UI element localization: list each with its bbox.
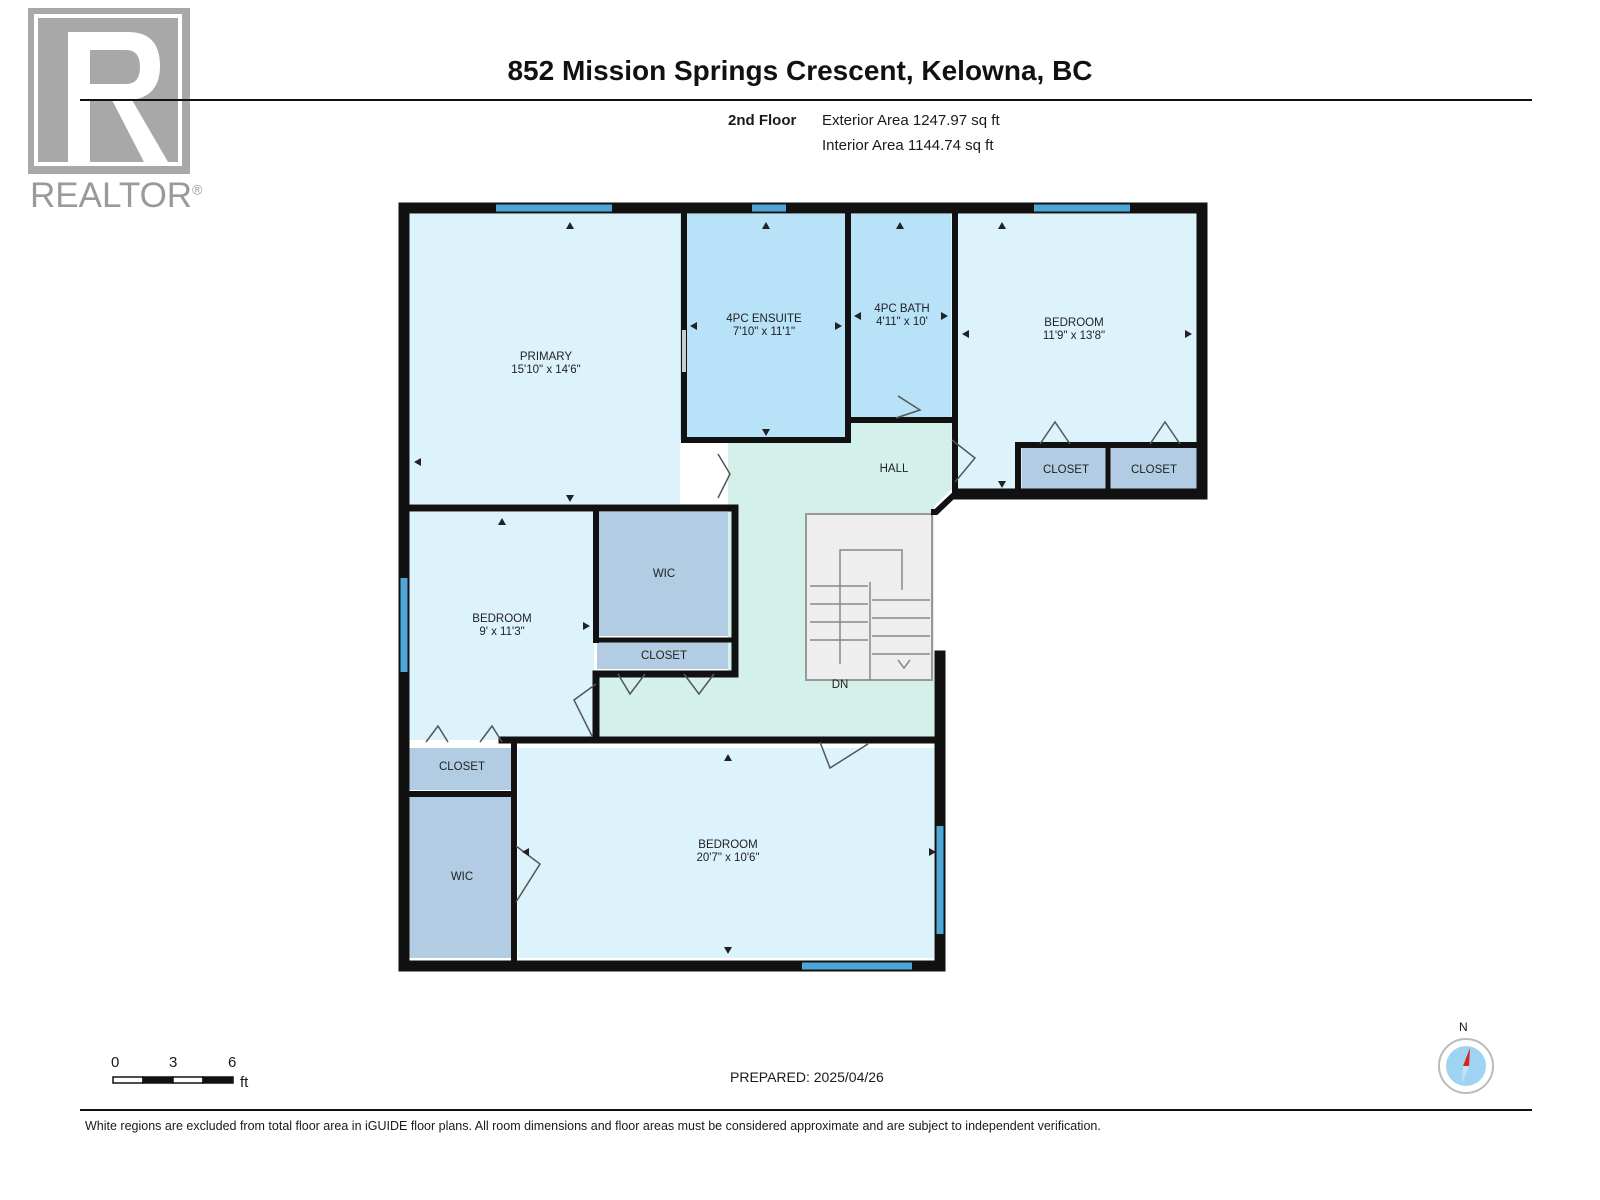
realtor-logo-icon <box>28 8 190 174</box>
svg-text:4PC ENSUITE: 4PC ENSUITE <box>726 313 802 325</box>
svg-text:WIC: WIC <box>451 871 473 883</box>
prepared-date: PREPARED: 2025/04/26 <box>730 1069 884 1085</box>
svg-text:WIC: WIC <box>653 568 675 580</box>
svg-text:4'11" x 10': 4'11" x 10' <box>876 316 928 328</box>
windows <box>400 204 1130 970</box>
svg-text:CLOSET: CLOSET <box>1131 464 1177 476</box>
label-closet-ne2: CLOSET <box>1131 464 1177 476</box>
room-bedroom-s <box>518 748 934 958</box>
scale-tick-0: 0 <box>111 1054 120 1071</box>
label-ensuite-dims: 7'10" x 11'1" <box>733 326 795 338</box>
dimension-arrows <box>414 222 1192 954</box>
compass-icon <box>1438 1038 1494 1094</box>
room-ensuite <box>680 214 847 440</box>
door-swings <box>425 330 1181 903</box>
scale-bar: 0 3 6 ft <box>110 1054 270 1094</box>
page-title: 852 Mission Springs Crescent, Kelowna, B… <box>507 55 1093 86</box>
svg-text:4PC BATH: 4PC BATH <box>874 303 929 315</box>
label-bedroom-ne-dims: 11'9" x 13'8" <box>1043 330 1105 342</box>
stairs-detail <box>810 549 930 680</box>
room-closet-sw <box>408 748 512 790</box>
svg-text:BEDROOM: BEDROOM <box>472 613 531 625</box>
svg-text:7'10" x 11'1": 7'10" x 11'1" <box>733 326 795 338</box>
room-bath <box>847 214 951 418</box>
compass-north-label: N <box>1459 1020 1468 1034</box>
svg-text:15'10" x 14'6": 15'10" x 14'6" <box>511 364 580 376</box>
label-stairs-dn: DN <box>832 679 849 691</box>
label-closet-ne1: CLOSET <box>1043 464 1089 476</box>
scale-bar-graphic <box>112 1076 234 1084</box>
label-primary-name: PRIMARY <box>520 351 573 363</box>
room-primary <box>408 214 680 504</box>
interior-area: Interior Area 1144.74 sq ft <box>822 137 994 154</box>
room-closet-ne1 <box>1022 446 1110 490</box>
svg-text:CLOSET: CLOSET <box>439 761 485 773</box>
room-wic-sw <box>408 796 512 958</box>
floor-label: 2nd Floor <box>728 112 797 129</box>
label-closet-sw: CLOSET <box>439 761 485 773</box>
label-bath-name: 4PC BATH <box>874 303 929 315</box>
svg-text:DN: DN <box>832 679 849 691</box>
label-bedroom-w-dims: 9' x 11'3" <box>479 626 524 638</box>
svg-text:CLOSET: CLOSET <box>641 650 687 662</box>
label-bath-dims: 4'11" x 10' <box>876 316 928 328</box>
room-closet-mid <box>597 641 728 669</box>
room-bedroom-w <box>408 512 594 740</box>
label-primary-dims: 15'10" x 14'6" <box>511 364 580 376</box>
svg-text:BEDROOM: BEDROOM <box>1044 317 1103 329</box>
label-closet-mid: CLOSET <box>641 650 687 662</box>
scale-tick-3: 3 <box>169 1054 178 1071</box>
exterior-area: Exterior Area 1247.97 sq ft <box>822 112 1000 129</box>
scale-unit: ft <box>240 1074 249 1091</box>
svg-text:HALL: HALL <box>880 463 909 475</box>
label-hall: HALL <box>880 463 909 475</box>
room-closet-ne2 <box>1110 446 1197 490</box>
footer-divider <box>80 1109 1532 1111</box>
room-wic-mid <box>597 512 728 636</box>
room-stairs <box>805 513 933 681</box>
label-bedroom-ne-name: BEDROOM <box>1044 317 1103 329</box>
label-wic-sw: WIC <box>451 871 473 883</box>
svg-text:20'7" x 10'6": 20'7" x 10'6" <box>696 852 759 864</box>
svg-text:BEDROOM: BEDROOM <box>698 839 757 851</box>
svg-text:CLOSET: CLOSET <box>1043 464 1089 476</box>
realtor-logo-text: REALTOR® <box>30 176 203 215</box>
label-bedroom-s-dims: 20'7" x 10'6" <box>696 852 759 864</box>
svg-text:PRIMARY: PRIMARY <box>520 351 573 363</box>
label-ensuite-name: 4PC ENSUITE <box>726 313 802 325</box>
label-bedroom-w-name: BEDROOM <box>472 613 531 625</box>
header-divider <box>80 99 1532 101</box>
svg-text:9' x 11'3": 9' x 11'3" <box>479 626 524 638</box>
scale-tick-6: 6 <box>228 1054 237 1071</box>
label-wic-mid: WIC <box>653 568 675 580</box>
compass: N <box>1436 1020 1496 1100</box>
disclaimer: White regions are excluded from total fl… <box>85 1119 1101 1133</box>
label-bedroom-s-name: BEDROOM <box>698 839 757 851</box>
svg-text:11'9" x 13'8": 11'9" x 13'8" <box>1043 330 1105 342</box>
